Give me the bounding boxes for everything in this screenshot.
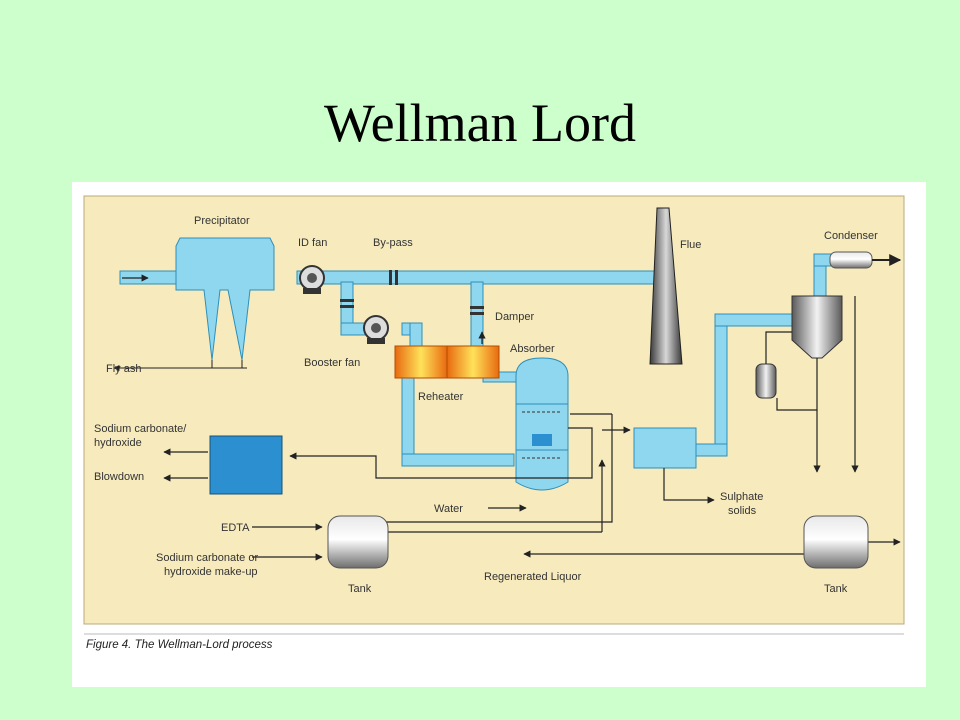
flue-stack — [649, 207, 683, 365]
label-reheater: Reheater — [418, 391, 464, 403]
label-tank-right: Tank — [824, 583, 848, 595]
label-damper: Damper — [495, 311, 534, 323]
label-sodium-carbonate-1: Sodium carbonate/ — [94, 423, 187, 435]
label-makeup-1: Sodium carbonate or — [156, 552, 258, 564]
label-water: Water — [434, 503, 463, 515]
label-fly-ash: Fly ash — [106, 363, 141, 375]
label-makeup-2: hydroxide make-up — [164, 566, 258, 578]
label-blowdown: Blowdown — [94, 471, 144, 483]
slide-title: Wellman Lord — [323, 93, 637, 153]
tank-right — [803, 515, 869, 569]
label-precipitator: Precipitator — [194, 215, 250, 227]
id-fan — [299, 265, 325, 294]
label-regenerated-liquor: Regenerated Liquor — [484, 571, 582, 583]
process-vessel — [633, 427, 697, 469]
label-sodium-carbonate-2: hydroxide — [94, 437, 142, 449]
label-id-fan: ID fan — [298, 237, 327, 249]
figure-caption: Figure 4. The Wellman-Lord process — [86, 639, 273, 651]
booster-fan — [363, 315, 389, 344]
evaporator — [791, 295, 843, 359]
liquor-lines — [122, 274, 901, 561]
damper-valves — [340, 270, 484, 315]
label-tank-left: Tank — [348, 583, 372, 595]
label-booster-fan: Booster fan — [304, 357, 360, 369]
separator — [755, 363, 777, 399]
label-edta: EDTA — [221, 522, 250, 534]
label-sulphate-2: solids — [728, 505, 757, 517]
process-figure: Precipitator ID fan By-pass Flue Condens… — [72, 182, 926, 687]
label-flue: Flue — [680, 239, 701, 251]
reheater — [394, 345, 500, 379]
absorber — [515, 357, 569, 491]
label-absorber: Absorber — [510, 343, 555, 355]
label-condenser: Condenser — [824, 230, 878, 242]
dissolving-tank — [209, 435, 283, 495]
label-bypass: By-pass — [373, 237, 413, 249]
condenser — [829, 251, 873, 269]
wellman-lord-diagram: Precipitator ID fan By-pass Flue Condens… — [83, 195, 905, 651]
tank-left — [327, 515, 389, 569]
label-sulphate-1: Sulphate — [720, 491, 763, 503]
